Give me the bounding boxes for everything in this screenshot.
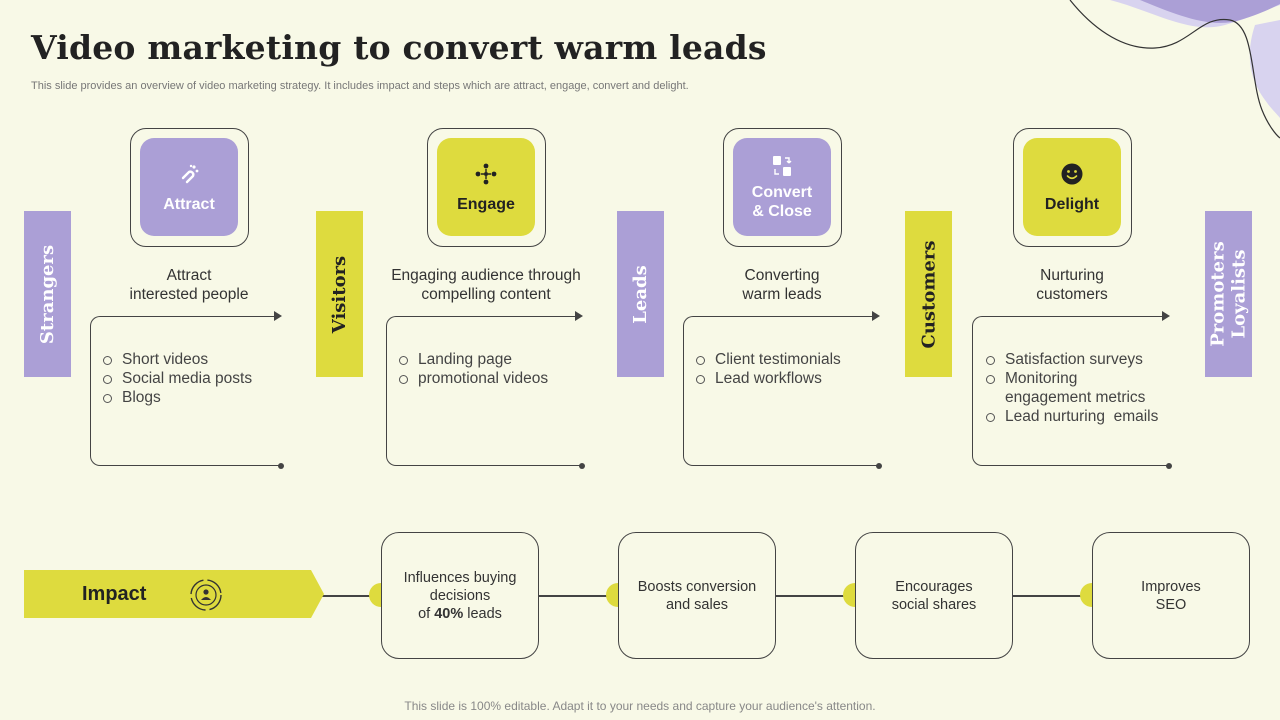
step-attract-bracket bbox=[90, 311, 284, 469]
list-item: Blogs bbox=[103, 388, 252, 407]
list-item: Client testimonials bbox=[696, 350, 841, 369]
impact-box-buying-decisions: Influences buying decisions of 40% leads bbox=[381, 532, 539, 659]
step-delight-bracket bbox=[972, 311, 1172, 469]
step-attract-label: Attract bbox=[163, 195, 215, 213]
step-attract-bullets: Short videos Social media posts Blogs bbox=[103, 350, 252, 407]
stage-leads: Leads bbox=[617, 211, 664, 377]
list-item: promotional videos bbox=[399, 369, 548, 388]
smiley-icon bbox=[1059, 161, 1085, 187]
stage-label-line: Promoters bbox=[1207, 241, 1229, 347]
step-attract-card: Attract bbox=[130, 128, 249, 247]
footer-note: This slide is 100% editable. Adapt it to… bbox=[404, 699, 876, 713]
list-item: Social media posts bbox=[103, 369, 252, 388]
impact-banner: Impact bbox=[24, 570, 324, 618]
conversion-icon bbox=[769, 153, 795, 179]
step-engage-label: Engage bbox=[457, 195, 515, 213]
corner-decoration bbox=[1069, 0, 1280, 139]
page-title: Video marketing to convert warm leads bbox=[31, 28, 767, 67]
step-engage-bracket bbox=[386, 311, 585, 469]
step-delight-bullets: Satisfaction surveys Monitoring engageme… bbox=[986, 350, 1158, 426]
target-people-icon bbox=[189, 578, 223, 612]
list-item: Monitoring bbox=[986, 369, 1158, 388]
list-item: Landing page bbox=[399, 350, 548, 369]
people-network-icon bbox=[473, 161, 499, 187]
magnet-icon bbox=[176, 161, 202, 187]
list-item: Short videos bbox=[103, 350, 252, 369]
step-engage-bullets: Landing page promotional videos bbox=[399, 350, 548, 388]
step-convert-card: Convert& Close bbox=[723, 128, 842, 247]
step-engage-card: Engage bbox=[427, 128, 546, 247]
page-subtitle: This slide provides an overview of video… bbox=[31, 80, 689, 92]
stage-customers: Customers bbox=[905, 211, 952, 377]
stage-visitors: Visitors bbox=[316, 211, 363, 377]
step-convert-label: Convert& Close bbox=[751, 184, 813, 220]
list-item: Satisfaction surveys bbox=[986, 350, 1158, 369]
step-convert-bullets: Client testimonials Lead workflows bbox=[696, 350, 841, 388]
list-item: Lead nurturing emails bbox=[986, 407, 1158, 426]
step-convert-bracket bbox=[683, 311, 882, 469]
impact-label: Impact bbox=[82, 583, 147, 605]
stage-label-line: Loyalists bbox=[1228, 249, 1250, 339]
list-item: engagement metrics bbox=[1005, 389, 1146, 406]
step-delight-card: Delight bbox=[1013, 128, 1132, 247]
step-delight-label: Delight bbox=[1044, 195, 1100, 213]
list-item: Lead workflows bbox=[696, 369, 841, 388]
stage-strangers: Strangers bbox=[24, 211, 71, 377]
